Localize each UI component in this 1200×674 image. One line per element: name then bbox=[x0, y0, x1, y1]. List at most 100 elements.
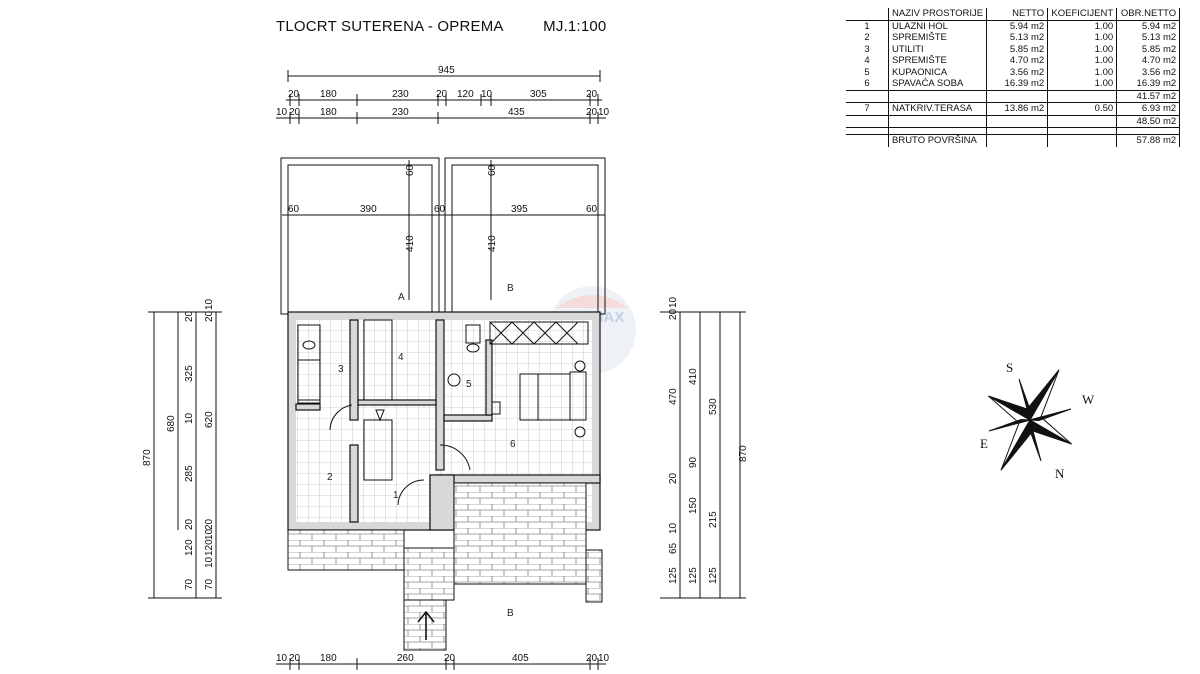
row-koef: 1.00 bbox=[1047, 78, 1118, 90]
table-row: 5 KUPAONICA 3.56 m2 1.00 3.56 m2 bbox=[846, 66, 1181, 78]
section-a-top: A bbox=[398, 292, 405, 303]
dim-label: 10 bbox=[481, 89, 493, 100]
dim-label: 180 bbox=[320, 653, 337, 664]
compass-w-label: W bbox=[1082, 392, 1095, 407]
dim-label: 410 bbox=[688, 368, 699, 385]
row-name: SPREMIŠTE bbox=[888, 32, 988, 44]
row-no: 4 bbox=[846, 55, 889, 67]
dim-top-total: 945 bbox=[438, 65, 455, 76]
header-netto: NETTO bbox=[986, 8, 1049, 20]
dim-label: 20 bbox=[289, 653, 301, 664]
dim-label: 60 bbox=[405, 164, 416, 176]
covered-terrace bbox=[287, 482, 603, 651]
dim-label: 10 bbox=[204, 556, 215, 568]
dim-label: 65 bbox=[668, 542, 679, 554]
row-obr: 16.39 m2 bbox=[1116, 78, 1181, 90]
row-no: 3 bbox=[846, 43, 889, 55]
section-b-bottom: B bbox=[507, 608, 514, 619]
compass-e-label: E bbox=[980, 436, 988, 451]
room-6-label: 6 bbox=[510, 439, 516, 450]
area-table: NAZIV PROSTORIJE NETTO KOEFICIJENT OBR.N… bbox=[846, 8, 1181, 147]
dim-label: 20 bbox=[668, 472, 679, 484]
dim-label: 405 bbox=[512, 653, 529, 664]
table-row: 4 SPREMIŠTE 4.70 m2 1.00 4.70 m2 bbox=[846, 55, 1181, 67]
row-netto: 5.85 m2 bbox=[986, 43, 1049, 55]
dim-label: 20 bbox=[444, 653, 456, 664]
row-obr: 6.93 m2 bbox=[1116, 102, 1181, 115]
compass-n-label: N bbox=[1055, 466, 1065, 481]
dim-label: 70 bbox=[204, 578, 215, 590]
compass-s-label: S bbox=[1006, 360, 1013, 375]
bruto-row: BRUTO POVRŠINA 57.88 m2 bbox=[846, 134, 1181, 147]
dim-label: 10 bbox=[598, 107, 610, 118]
row-netto: 16.39 m2 bbox=[986, 78, 1049, 90]
row-koef: 1.00 bbox=[1047, 19, 1118, 32]
dim-label: 395 bbox=[511, 204, 528, 215]
table-row: 3 UTILITI 5.85 m2 1.00 5.85 m2 bbox=[846, 43, 1181, 55]
dim-label: 60 bbox=[487, 164, 498, 176]
dim-label: 20 bbox=[436, 89, 448, 100]
row-netto: 5.94 m2 bbox=[986, 19, 1049, 32]
row-name: NATKRIV.TERASA bbox=[888, 102, 988, 115]
row-obr: 5.13 m2 bbox=[1116, 32, 1181, 44]
dim-label: 10 bbox=[184, 412, 195, 424]
dim-label: 390 bbox=[360, 204, 377, 215]
row-obr: 5.85 m2 bbox=[1116, 43, 1181, 55]
dim-label: 20 bbox=[204, 310, 215, 322]
header-koef: KOEFICIJENT bbox=[1047, 8, 1118, 20]
compass-rose-icon bbox=[988, 369, 1072, 471]
dim-label: 60 bbox=[434, 204, 446, 215]
dim-label: 680 bbox=[166, 415, 177, 432]
row-netto: 5.13 m2 bbox=[986, 32, 1049, 44]
title-text: TLOCRT SUTERENA - OPREMA bbox=[276, 18, 503, 35]
subtotal-value: 41.57 m2 bbox=[1116, 89, 1181, 103]
dim-label: 20 bbox=[184, 518, 195, 530]
left-dimensions: 870 680 20 325 10 285 20 120 70 620 20 1… bbox=[142, 298, 222, 599]
row-netto: 4.70 m2 bbox=[986, 55, 1049, 67]
room-3-label: 3 bbox=[338, 364, 344, 375]
dim-label: 285 bbox=[184, 465, 195, 482]
dim-label: 20 bbox=[586, 89, 598, 100]
dim-label: 125 bbox=[668, 567, 679, 584]
dim-label: 10 bbox=[598, 653, 610, 664]
row-netto: 13.86 m2 bbox=[986, 102, 1049, 115]
row-no: 7 bbox=[846, 102, 889, 115]
dim-label: 90 bbox=[688, 456, 699, 468]
dim-label: 870 bbox=[738, 445, 749, 462]
row-koef: 1.00 bbox=[1047, 32, 1118, 44]
dim-label: 150 bbox=[688, 497, 699, 514]
dim-label: 60 bbox=[288, 204, 300, 215]
dim-label: 230 bbox=[392, 89, 409, 100]
header-name: NAZIV PROSTORIJE bbox=[888, 8, 988, 20]
dim-label: 20 bbox=[288, 89, 300, 100]
row-name: SPREMIŠTE bbox=[888, 55, 988, 67]
dim-label: 20 bbox=[289, 107, 301, 118]
subtotal-row: 41.57 m2 bbox=[846, 89, 1181, 103]
row-no: 1 bbox=[846, 19, 889, 32]
dim-label: 260 bbox=[397, 653, 414, 664]
dim-label: 125 bbox=[688, 567, 699, 584]
room-4-label: 4 bbox=[398, 352, 404, 363]
dim-label: 215 bbox=[708, 511, 719, 528]
row-name: UTILITI bbox=[888, 43, 988, 55]
dim-label: 180 bbox=[320, 107, 337, 118]
dim-label: 305 bbox=[530, 89, 547, 100]
dim-label: 20 bbox=[586, 653, 598, 664]
row-koef: 1.00 bbox=[1047, 55, 1118, 67]
dim-label: 870 bbox=[142, 449, 153, 466]
bruto-label: BRUTO POVRŠINA bbox=[888, 134, 988, 147]
spacer-row bbox=[846, 127, 1181, 135]
row-name: KUPAONICA bbox=[888, 66, 988, 78]
terrace-row: 7 NATKRIV.TERASA 13.86 m2 0.50 6.93 m2 bbox=[846, 102, 1181, 115]
dim-label: 325 bbox=[184, 365, 195, 382]
table-row: 6 SPAVAĆA SOBA 16.39 m2 1.00 16.39 m2 bbox=[846, 78, 1181, 90]
total-row: 48.50 m2 bbox=[846, 114, 1181, 128]
header-obr: OBR.NETTO bbox=[1116, 8, 1181, 20]
dim-label: 435 bbox=[508, 107, 525, 118]
building-walls bbox=[287, 311, 601, 531]
section-b-top: B bbox=[507, 283, 514, 294]
dim-label: 470 bbox=[668, 388, 679, 405]
dim-label: 70 bbox=[184, 578, 195, 590]
dim-label: 10 bbox=[276, 107, 288, 118]
